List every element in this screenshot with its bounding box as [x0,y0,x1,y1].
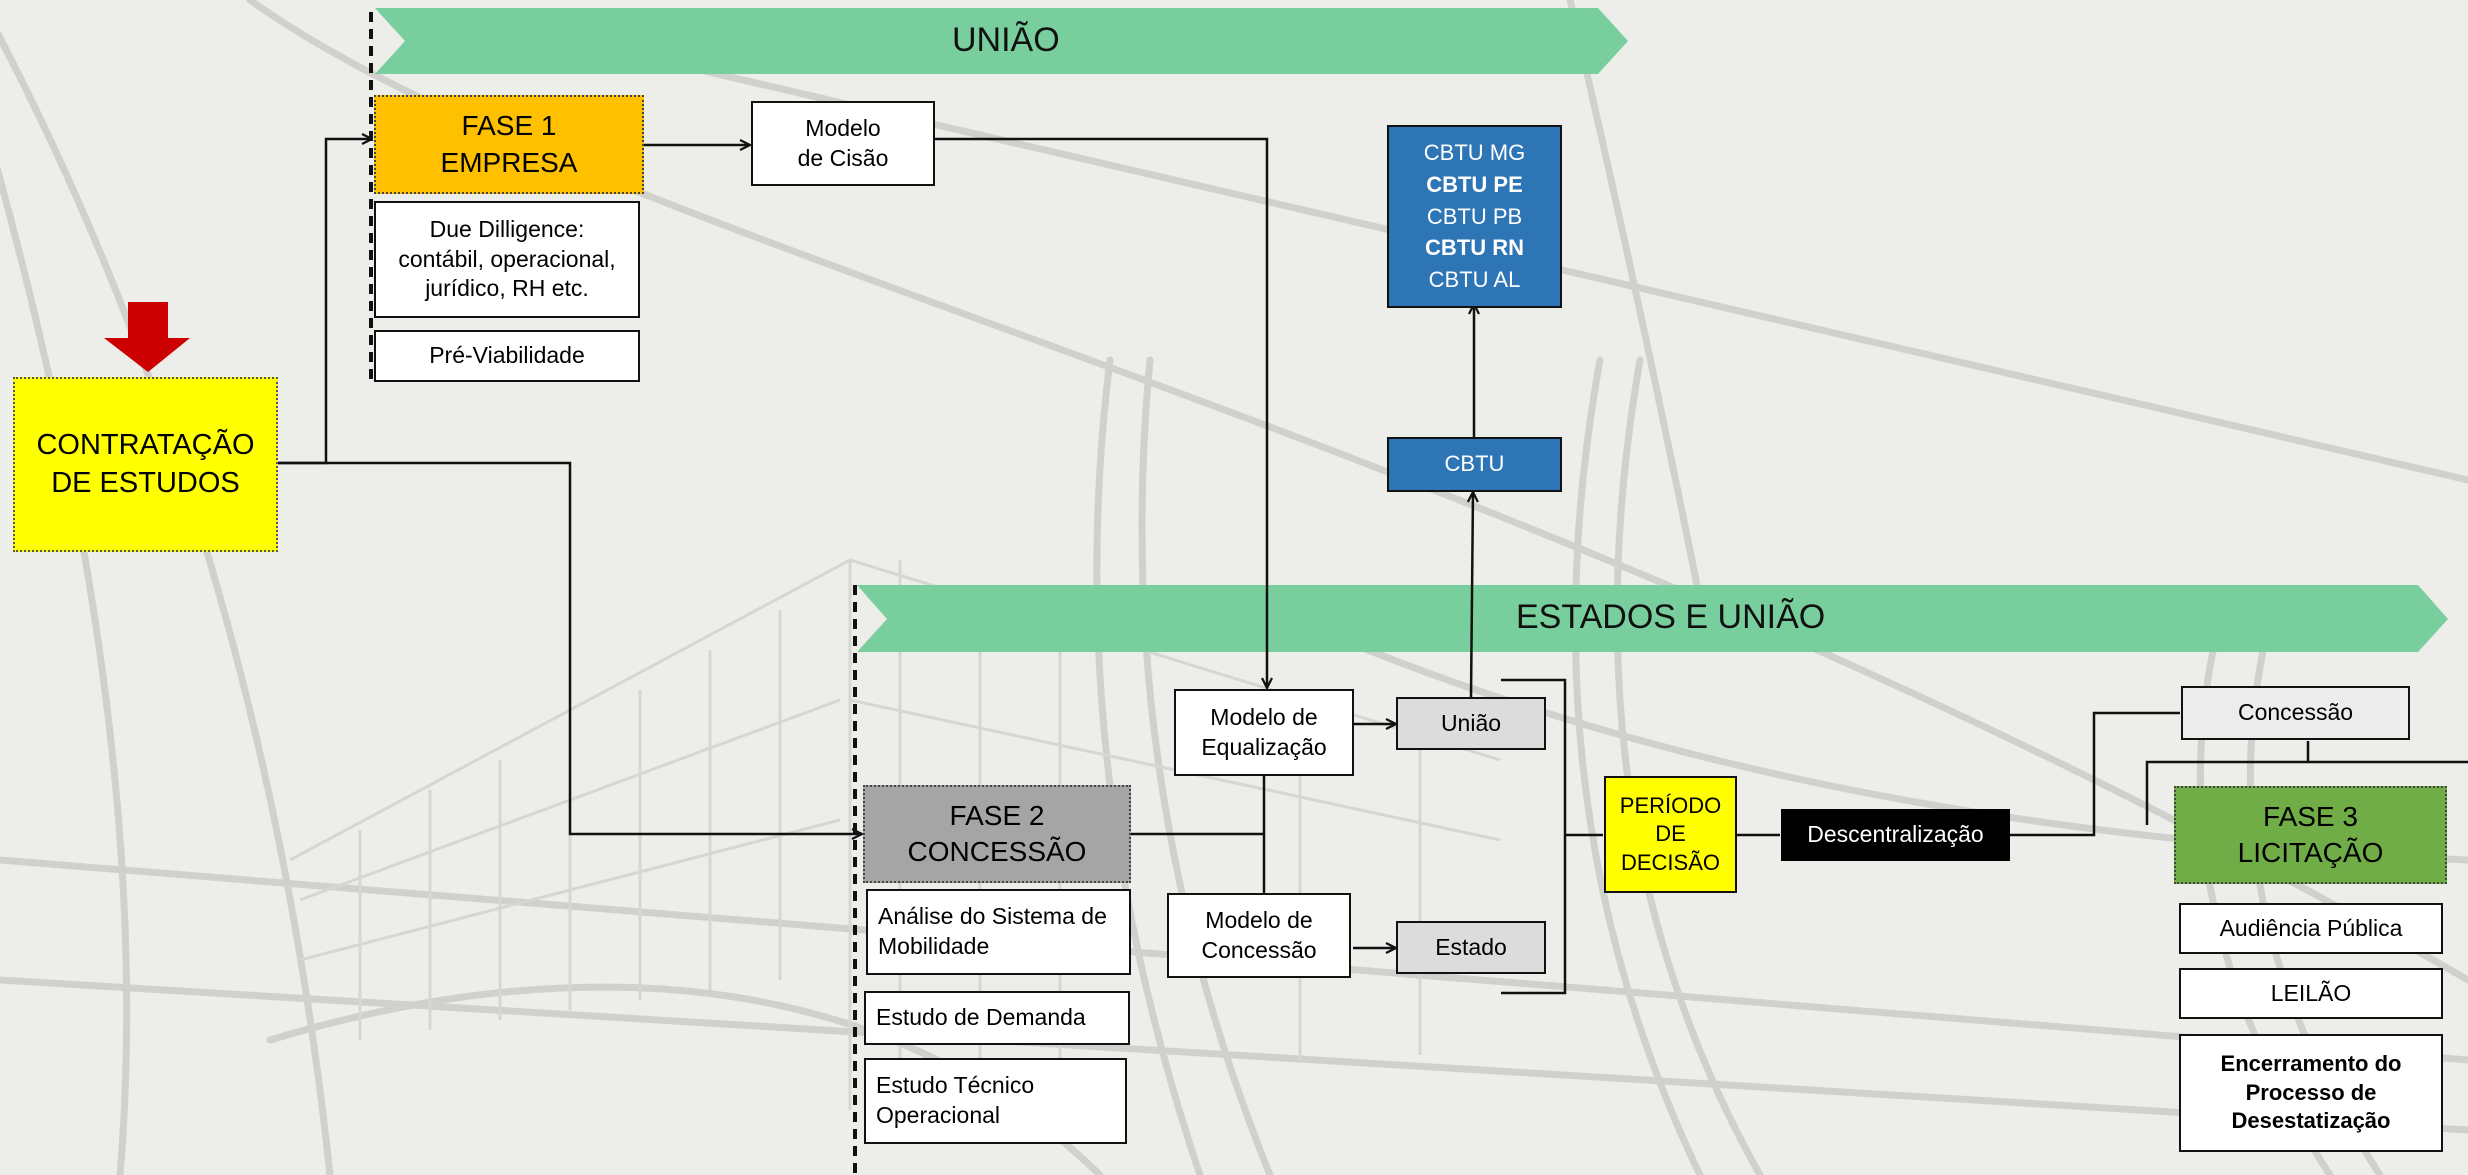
cbtu-state-al: CBTU AL [1428,267,1521,293]
concessao-box: Concessão [2181,686,2410,740]
banner-estados-uniao [857,585,2448,652]
decision-bracket [1501,678,1567,995]
estudo-de-demanda-box: Estudo de Demanda [864,991,1130,1045]
cbtu-state-rn: CBTU RN [1425,235,1524,261]
analise-sistema-mobilidade-box: Análise do Sistema de Mobilidade [866,889,1131,975]
modelo-de-concessao-box: Modelo de Concessão [1167,893,1351,978]
modelo-de-equalizacao-box: Modelo de Equalização [1174,689,1354,776]
cbtu-state-pe: CBTU PE [1426,171,1523,197]
descentralizacao-box: Descentralização [1781,809,2010,861]
fase3-licitacao-box: FASE 3 LICITAÇÃO [2174,786,2447,884]
cbtu-box: CBTU [1387,437,1562,492]
cbtu-state-pb: CBTU PB [1426,203,1523,229]
connector-uniao-cbtu [1471,492,1473,698]
leilao-box: LEILÃO [2179,968,2443,1019]
banner-uniao [375,8,1628,74]
encerramento-processo-box: Encerramento do Processo de Desestatizaç… [2179,1034,2443,1152]
connector-cisao-equalizacao [935,137,1267,688]
cbtu-state-mg: CBTU MG [1423,139,1526,165]
estado-box: Estado [1396,921,1546,974]
connector-descentralizacao-concessao [2010,711,2180,837]
banner-uniao-label: UNIÃO [952,21,1060,59]
contratacao-de-estudos-box: CONTRATAÇÃO DE ESTUDOS [13,377,278,552]
estudo-tecnico-operacional-box: Estudo Técnico Operacional [864,1058,1127,1144]
uniao-box: União [1396,697,1546,750]
cbtu-states-box: CBTU MG CBTU PE CBTU PB CBTU RN CBTU AL [1387,125,1562,308]
fase2-concessao-box: FASE 2 CONCESSÃO [863,785,1131,883]
due-diligence-box: Due Dilligence: contábil, operacional, j… [374,201,640,318]
banner-estados-uniao-label: ESTADOS E UNIÃO [1516,598,1826,636]
periodo-de-decisao-box: PERÍODO DE DECISÃO [1604,776,1737,893]
fase1-empresa-box: FASE 1 EMPRESA [374,95,644,194]
audiencia-publica-box: Audiência Pública [2179,903,2443,954]
connector-contratacao-fase2 [278,461,862,834]
pre-viabilidade-box: Pré-Viabilidade [374,330,640,382]
modelo-de-cisao-box: Modelo de Cisão [751,101,935,186]
connector-concessao-fase3 [2145,741,2310,825]
